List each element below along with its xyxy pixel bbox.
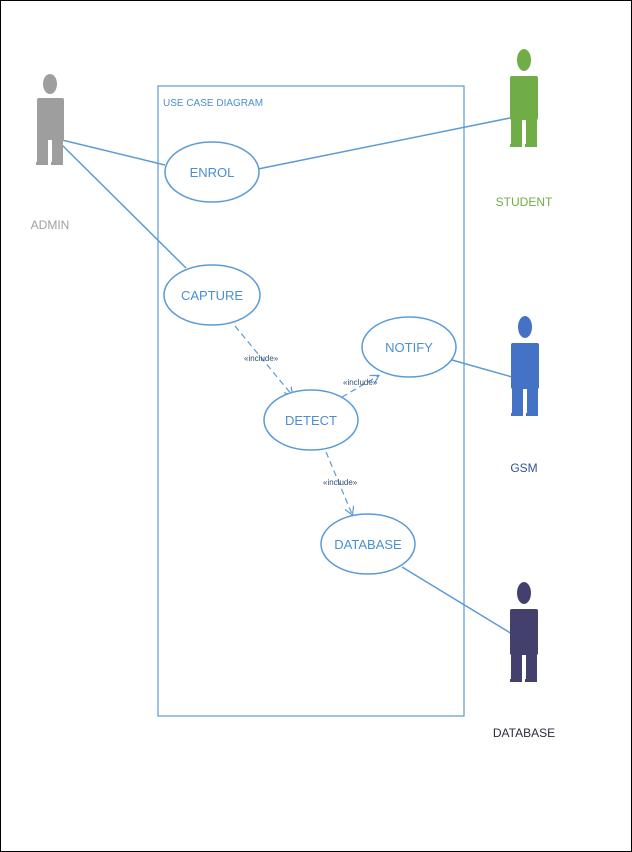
usecase-notify-label: NOTIFY bbox=[385, 340, 433, 355]
include-label-detect-notify: «include» bbox=[343, 378, 378, 387]
admin-enrol-line bbox=[61, 139, 166, 166]
usecase-notify[interactable]: NOTIFY bbox=[361, 316, 457, 378]
diagram-title: USE CASE DIAGRAM bbox=[163, 98, 263, 109]
usecase-enrol-label: ENROL bbox=[190, 165, 235, 180]
person-icon bbox=[511, 316, 539, 416]
actor-admin-label: ADMIN bbox=[31, 218, 70, 232]
actor-admin[interactable]: ADMIN bbox=[31, 74, 70, 232]
student-enrol-line bbox=[257, 117, 511, 170]
person-icon bbox=[510, 582, 538, 682]
gsm-notify-line bbox=[451, 359, 513, 378]
usecase-database[interactable]: DATABASE bbox=[320, 513, 416, 575]
actor-student-label: STUDENT bbox=[496, 195, 553, 209]
actor-database-label: DATABASE bbox=[493, 726, 555, 740]
person-icon bbox=[510, 49, 538, 147]
system-boundary bbox=[157, 85, 465, 717]
include-label-detect-database: «include» bbox=[323, 478, 358, 487]
actor-gsm-label: GSM bbox=[510, 461, 537, 475]
actor-database[interactable]: DATABASE bbox=[493, 582, 555, 740]
actor-gsm[interactable]: GSM bbox=[510, 316, 539, 475]
person-icon bbox=[36, 74, 64, 165]
usecase-enrol[interactable]: ENROL bbox=[164, 141, 260, 203]
actor-student[interactable]: STUDENT bbox=[496, 49, 553, 209]
admin-capture-line bbox=[61, 144, 187, 269]
detect-notify-include bbox=[341, 376, 378, 398]
detect-database-include bbox=[325, 451, 352, 514]
capture-detect-include bbox=[234, 325, 292, 395]
usecase-detect-label: DETECT bbox=[285, 413, 337, 428]
include-label-capture-detect: «include» bbox=[244, 354, 279, 363]
usecase-capture-label: CAPTURE bbox=[181, 288, 243, 303]
usecase-capture[interactable]: CAPTURE bbox=[163, 264, 261, 326]
database-actor-line bbox=[401, 566, 513, 635]
usecase-detect[interactable]: DETECT bbox=[263, 389, 359, 451]
usecase-database-label: DATABASE bbox=[334, 537, 402, 552]
